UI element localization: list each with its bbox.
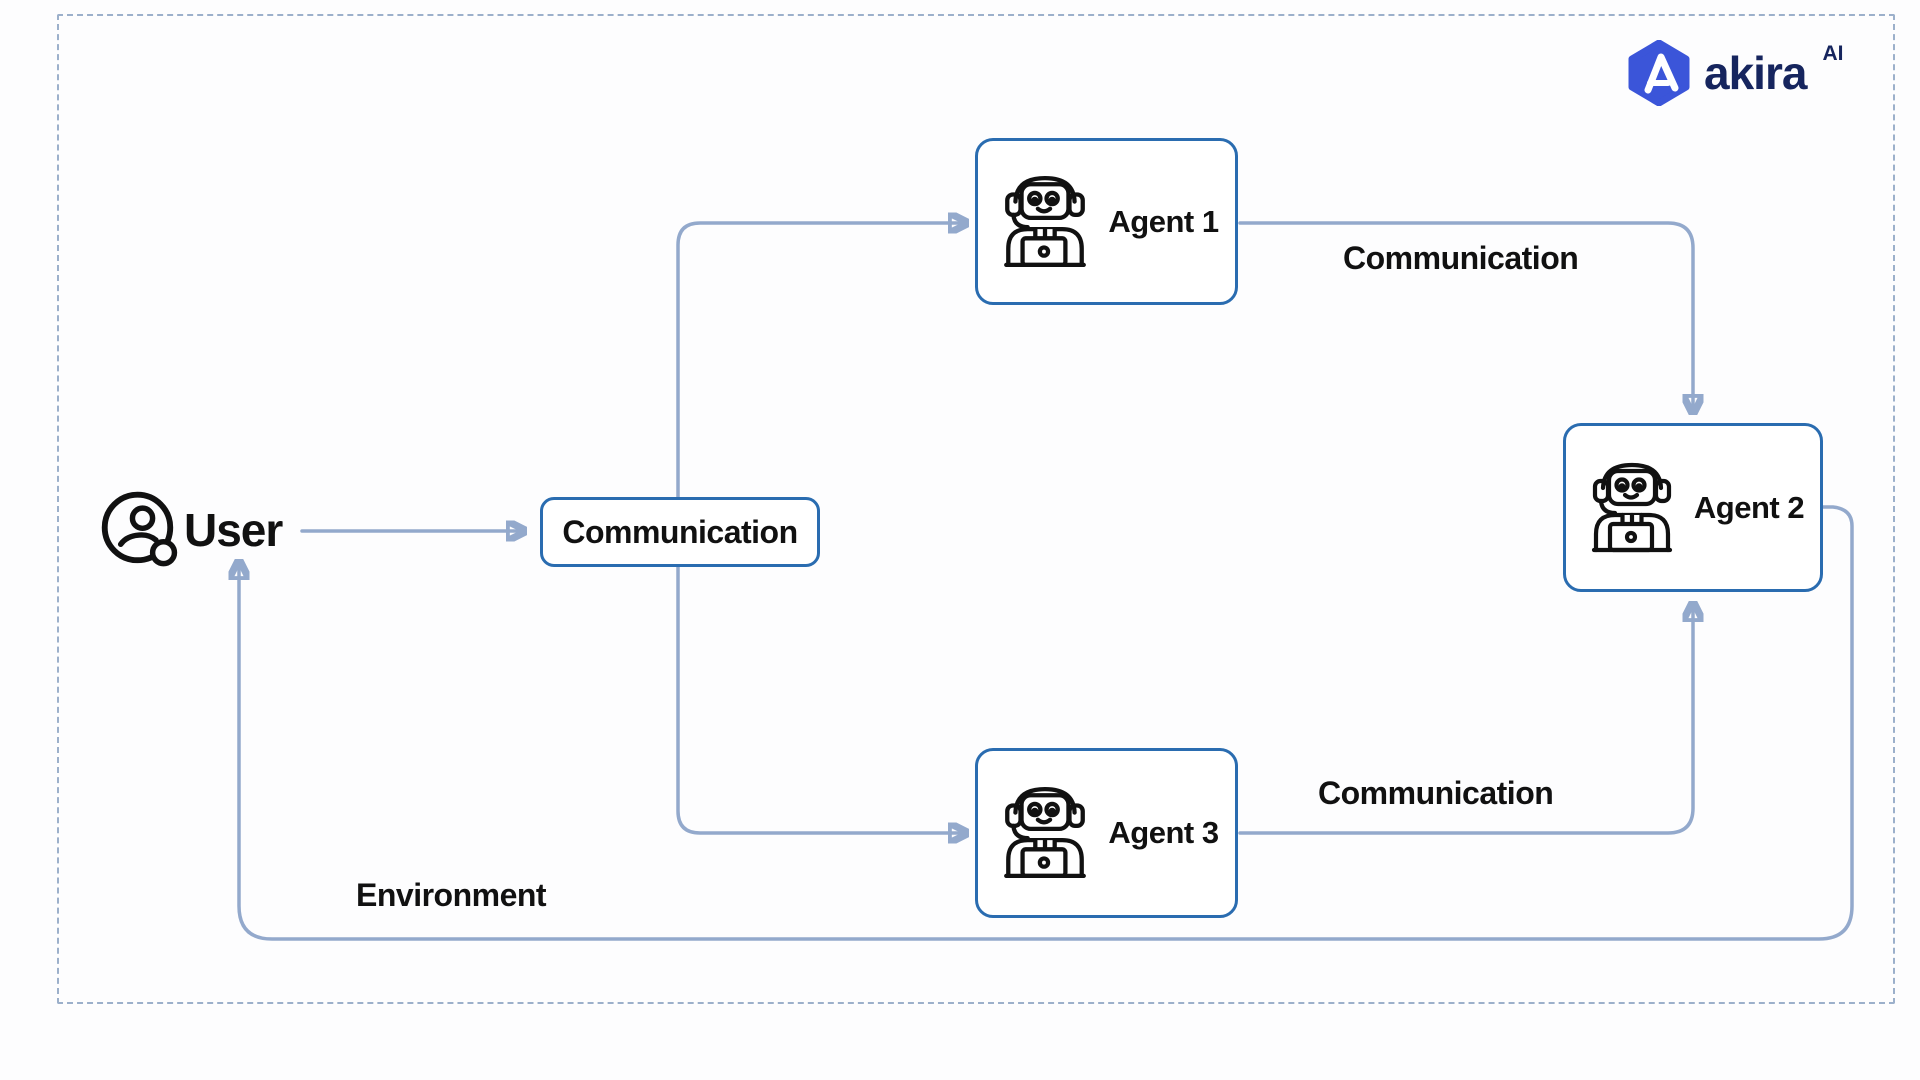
brand-superscript: AI [1822, 42, 1844, 65]
agent-3-node: Agent 3 [975, 748, 1238, 918]
edge-label-communication-top: Communication [1343, 240, 1579, 276]
robot-agent-icon [1582, 458, 1682, 558]
edge-communication-to-agent3 [676, 529, 966, 833]
edge-environment-loop [239, 505, 1854, 941]
edge-communication-to-agent1 [676, 223, 966, 533]
edge-label-environment: Environment [356, 877, 547, 913]
dashed-border [57, 14, 1895, 1004]
user-circle-icon [101, 491, 178, 567]
user-node: User [98, 488, 283, 572]
agent-2-label: Agent 2 [1693, 489, 1805, 525]
robot-agent-icon [994, 782, 1096, 884]
robot-agent-icon [994, 171, 1096, 273]
agent-3-label: Agent 3 [1108, 815, 1219, 850]
user-label: User [184, 504, 283, 556]
akira-logo: akira AI [1628, 40, 1843, 106]
agent-2-node: Agent 2 [1563, 423, 1823, 592]
communication-label: Communication [562, 513, 798, 550]
brand-name: akira [1704, 47, 1807, 99]
edge-label-communication-bottom: Communication [1318, 775, 1554, 811]
agent-1-node: Agent 1 [975, 138, 1238, 305]
edge-agent3-to-agent2 [1238, 604, 1693, 835]
agent-1-label: Agent 1 [1108, 203, 1219, 239]
edge-agent1-to-agent2 [1238, 221, 1693, 412]
communication-node: Communication [540, 497, 820, 567]
akira-hexagon-icon [1628, 40, 1690, 106]
